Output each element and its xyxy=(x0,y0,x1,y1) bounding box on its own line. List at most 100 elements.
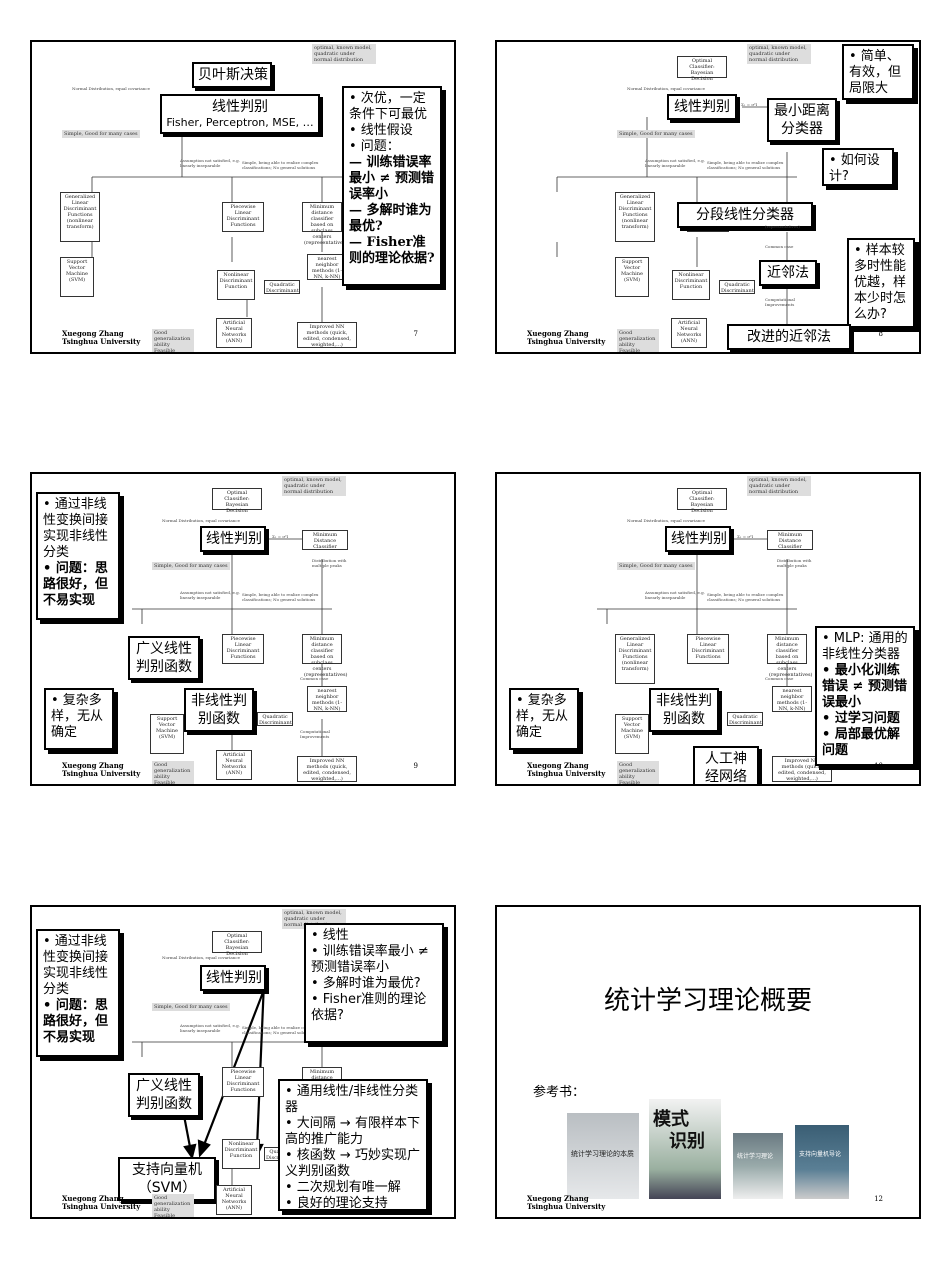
comp-note: Computational Improvements xyxy=(765,297,795,307)
nld-box: Nonlinear Discriminant Function xyxy=(672,270,710,300)
simple-note: Simple, Good for many cases xyxy=(62,130,140,138)
svm-box: Support Vector Machine (SVM) xyxy=(615,714,649,754)
linear-eq: Σ₁ = σ²I xyxy=(741,102,758,107)
book-title-1: 统计学习理论的本质 xyxy=(571,1150,634,1158)
normal-dist-note: Normal Distribution, equal covariance xyxy=(162,518,240,523)
nn-label: 近邻法 xyxy=(759,260,817,286)
optimal-box: Optimal Classifier: Bayesian Decision xyxy=(212,488,262,514)
nonlinear-label: 非线性判别函数 xyxy=(184,688,254,732)
linear-eq: Σ₁ = σ²I xyxy=(272,534,289,539)
svm-box: Support Vector Machine (SVM) xyxy=(60,257,94,297)
callout-line: — Fisher准则的理论依据? xyxy=(349,235,435,266)
callout-line: • 线性 xyxy=(311,928,349,943)
linear-label: 线性判别 xyxy=(200,965,266,991)
ann-box: Artificial Neural Networks (ANN) xyxy=(216,750,252,780)
generalized-label: 广义线性判别函数 xyxy=(128,636,200,680)
qd-box: Quadratic Discriminant xyxy=(257,712,293,726)
callout-line: • 最小化训练错误 ≠ 预测错误最小 xyxy=(822,663,907,710)
slide-10: optimal, known model, quadratic under no… xyxy=(495,472,921,786)
gld-box: Generalized Linear Discriminant Function… xyxy=(615,634,655,684)
footer-affiliation: Tsinghua University xyxy=(62,1202,141,1211)
mdsub-box: Minimum distance classifier based on sub… xyxy=(767,634,813,678)
linear-label: 线性判别 xyxy=(200,526,266,552)
comp-note: Computational Improvements xyxy=(300,729,330,739)
normal-dist-note: Normal Distribution, equal covariance xyxy=(72,86,150,91)
flowchart-lines xyxy=(597,538,797,686)
footer-affiliation: Tsinghua University xyxy=(527,337,606,346)
common-note: Common case xyxy=(765,244,794,249)
piecewise-note: Simple, being able to realize complex cl… xyxy=(707,160,784,170)
good-note: Good generalization ability Feasible com… xyxy=(617,329,659,352)
footer-author: Xuegong Zhang xyxy=(62,329,124,338)
callout-line: • Fisher准则的理论依据? xyxy=(311,992,427,1023)
slide-7: optimal, known model, quadratic under no… xyxy=(30,40,456,354)
svm-box: Support Vector Machine (SVM) xyxy=(615,257,649,297)
svm-features-callout: • 通用线性/非线性分类器 • 大间隔 → 有限样本下高的推广能力 • 核函数 … xyxy=(278,1079,428,1211)
improved-box: Improved NN methods (quick, edited, cond… xyxy=(297,322,357,348)
slide-12: 统计学习理论概要 参考书： 统计学习理论的本质 模式 识别 统计学习理论 支持向… xyxy=(495,905,921,1219)
book-cover-3: 统计学习理论 xyxy=(733,1133,783,1199)
generalized-label: 广义线性判别函数 xyxy=(128,1073,200,1117)
piecewise-note: Simple, being able to realize complex cl… xyxy=(242,160,319,170)
problems-callout: • 次优，一定条件下可最优 • 线性假设 • 问题： — 训练错误率最小 ≠ 预… xyxy=(342,86,442,286)
book-title-3: 统计学习理论 xyxy=(737,1153,774,1160)
qd-box: Quadratic Discriminant xyxy=(264,280,300,294)
book-title-4: 支持向量机导论 xyxy=(799,1151,842,1158)
optimal-box: Optimal Classifier: Bayesian Decision xyxy=(212,931,262,957)
design-callout: • 如何设计? xyxy=(822,148,894,186)
nn-box: nearest neighbor methods (1-NN, k-NN) xyxy=(307,686,347,712)
piecewise-note: Simple, being able to realize complex cl… xyxy=(242,592,319,602)
footer-author: Xuegong Zhang xyxy=(62,761,124,770)
simple-note: Simple, Good for many cases xyxy=(617,130,695,138)
bayes-note: optimal, known model, quadratic under no… xyxy=(747,44,811,64)
bayes-label: 贝叶斯决策 xyxy=(192,62,272,88)
footer-author: Xuegong Zhang xyxy=(527,329,589,338)
mlp-callout: • MLP: 通用的非线性分类器 • 最小化训练错误 ≠ 预测错误最小 • 过学… xyxy=(815,626,915,766)
flowchart-lines xyxy=(556,106,797,327)
slide-8: optimal, known model, quadratic under no… xyxy=(495,40,921,354)
callout-line: • MLP: 通用的非线性分类器 xyxy=(822,631,908,662)
samples-callout: • 样本较多时性能优越，样本少时怎么办? xyxy=(847,238,915,328)
dist-multi-note: Distribution with multiple peaks xyxy=(312,558,347,568)
bayes-note: optimal, known model, quadratic under no… xyxy=(747,476,811,496)
reference-label: 参考书： xyxy=(533,1085,586,1100)
slide-9: optimal, known model, quadratic under no… xyxy=(30,472,456,786)
callout-line: • 问题：思路很好，但不易实现 xyxy=(43,998,109,1045)
flowchart-lines xyxy=(132,538,332,756)
footer-author: Xuegong Zhang xyxy=(527,1194,589,1203)
book-cover-1: 统计学习理论的本质 xyxy=(567,1113,639,1199)
good-note: Good generalization ability Feasible com… xyxy=(152,329,194,352)
complex-callout: • 复杂多样，无从确定 xyxy=(509,688,579,750)
mdsub-box: Minimum distance classifier based on sub… xyxy=(302,202,348,246)
improved-nn-label: 改进的近邻法 xyxy=(727,324,851,350)
dist-multi-note: Distribution with multiple peaks xyxy=(777,558,812,568)
improved-box: Improved NN methods (quick, edited, cond… xyxy=(772,756,832,782)
nn-box: nearest neighbor methods (1-NN, k-NN) xyxy=(307,254,347,280)
page-number: 8 xyxy=(878,330,883,338)
mdsub-box: Minimum distance xyxy=(302,1067,342,1081)
callout-line: — 多解时谁为最优? xyxy=(349,203,432,234)
callout-line: • 训练错误率最小 ≠ 预测错误率小 xyxy=(311,944,429,975)
page-number: 9 xyxy=(413,762,418,770)
improved-box: Improved NN methods (quick, edited, cond… xyxy=(297,756,357,782)
callout-line: • 二次规划有唯一解 xyxy=(285,1180,401,1195)
pld-box: Piecewise Linear Discriminant Functions xyxy=(687,634,729,664)
callout-line: • 通过非线性变换间接实现非线性分类 xyxy=(43,497,109,560)
assumption-note: Assumption not satisfied, e.g. linearly … xyxy=(645,158,705,168)
ann-box: Artificial Neural Networks (ANN) xyxy=(671,318,707,348)
callout-line: • 过学习问题 xyxy=(822,711,900,726)
normal-dist-note: Normal Distribution, equal covariance xyxy=(162,955,240,960)
good-note: Good generalization ability Feasible com… xyxy=(152,761,194,784)
footer-affiliation: Tsinghua University xyxy=(62,769,141,778)
linear-label: 线性判别 xyxy=(665,526,731,552)
linear-title: 线性判别 xyxy=(212,99,268,115)
piecewise-label: 分段线性分类器 xyxy=(677,202,813,228)
callout-line: • 次优，一定条件下可最优 xyxy=(349,91,428,122)
callout-line: • 核函数 → 巧妙实现广义判别函数 xyxy=(285,1148,420,1179)
page-number: 7 xyxy=(413,330,418,338)
bayes-note: optimal, known model, quadratic under no… xyxy=(312,44,376,64)
pld-box: Piecewise Linear Discriminant Functions xyxy=(222,1067,264,1097)
